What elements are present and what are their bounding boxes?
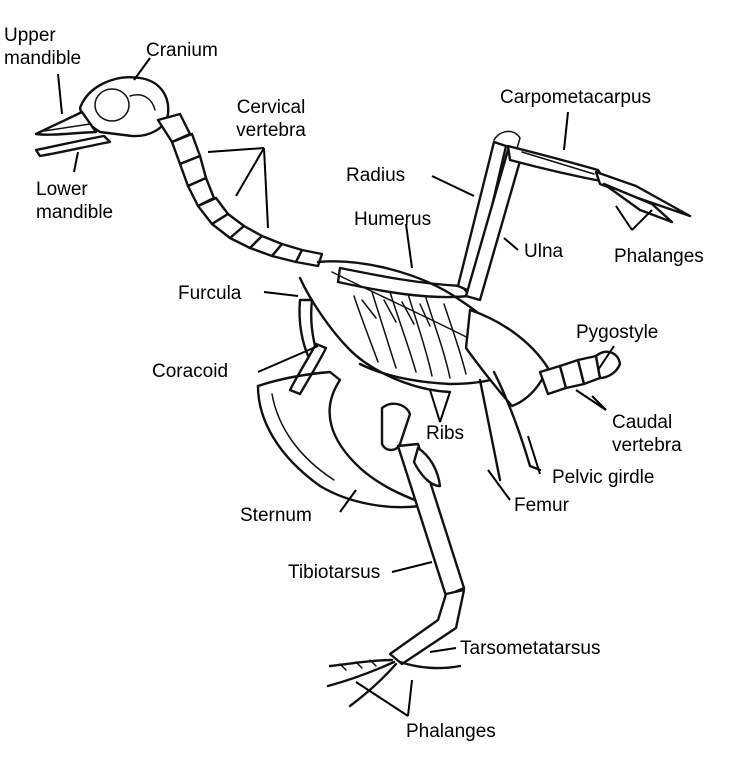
sternum-bone [256,370,422,509]
skull [34,76,170,158]
label-pelvic-girdle: Pelvic girdle [552,467,655,488]
coracoid-bone [288,342,328,396]
label-carpometacarpus: Carpometacarpus [500,87,652,108]
label-phalanges-foot: Phalanges [406,721,496,742]
label-cervical-vertebra: Cervical vertebra [236,97,306,141]
label-furcula: Furcula [178,283,242,304]
label-cranium: Cranium [146,40,218,61]
label-ulna: Ulna [524,241,564,262]
label-tibiotarsus: Tibiotarsus [288,562,381,583]
label-phalanges-wing: Phalanges [614,246,704,267]
neck-vertebrae [156,112,324,268]
label-caudal-vertebra: Caudal vertebra [612,412,682,456]
label-tarsometatarsus: Tarsometatarsus [460,638,601,659]
label-humerus: Humerus [354,209,432,230]
leader-lines [57,57,653,717]
wing [336,130,692,302]
label-upper-mandible: Upper mandible [4,25,82,69]
label-pygostyle: Pygostyle [576,322,659,343]
leg [326,402,466,708]
label-lower-mandible: Lower mandible [36,179,114,223]
label-radius: Radius [346,165,406,186]
label-ribs: Ribs [426,423,465,444]
label-femur: Femur [514,495,569,516]
label-coracoid: Coracoid [152,361,229,382]
label-sternum: Sternum [240,505,312,526]
pelvis [464,308,622,482]
